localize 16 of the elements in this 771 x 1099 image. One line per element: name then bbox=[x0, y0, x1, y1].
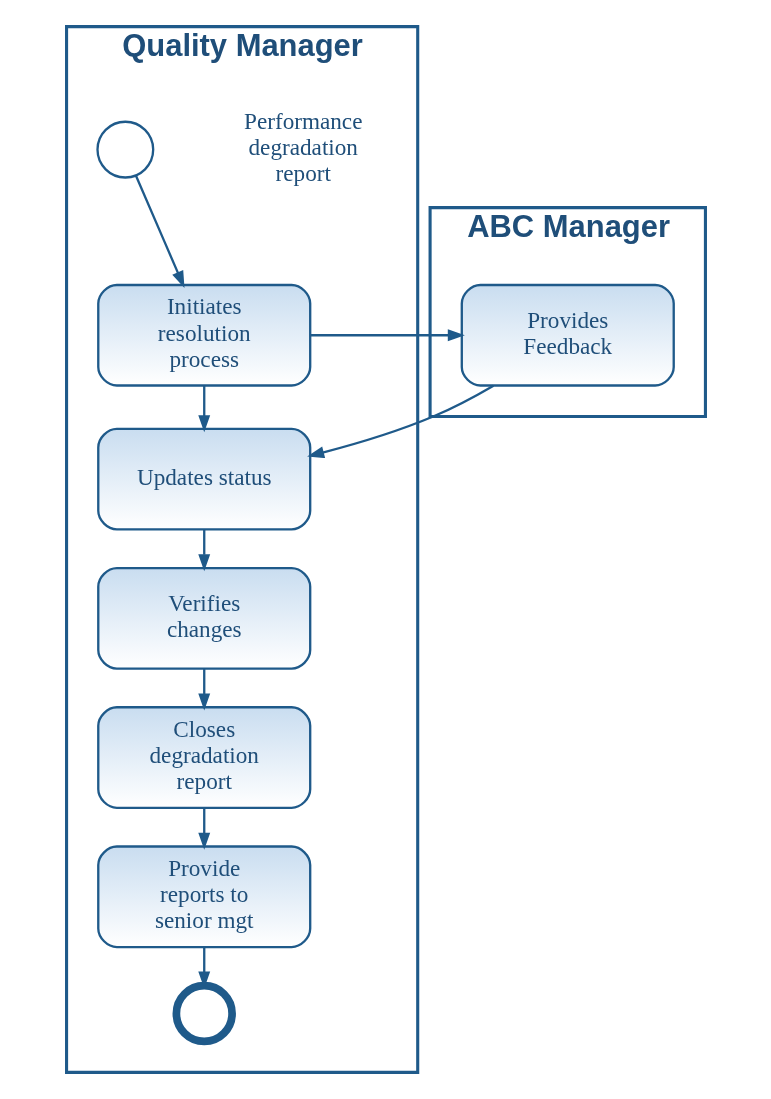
arrow bbox=[197, 669, 210, 711]
node-box: Provides Feedback bbox=[460, 283, 675, 387]
arrow bbox=[306, 384, 494, 459]
node-box: Updates status bbox=[96, 427, 311, 531]
arrow bbox=[197, 385, 210, 433]
arrow bbox=[134, 175, 184, 289]
node-box: Initiates resolution process bbox=[96, 283, 311, 387]
node-circle bbox=[95, 120, 154, 179]
arrow bbox=[197, 529, 210, 572]
node-box: Closes degradation report bbox=[96, 706, 311, 809]
arrow bbox=[197, 808, 210, 850]
arrow bbox=[310, 329, 465, 342]
node-box: Verifies changes bbox=[96, 566, 311, 670]
node-box: Provide reports to senior mgt bbox=[96, 845, 311, 949]
node-circle bbox=[172, 981, 236, 1046]
node-label: Performance degradation report bbox=[243, 107, 362, 187]
